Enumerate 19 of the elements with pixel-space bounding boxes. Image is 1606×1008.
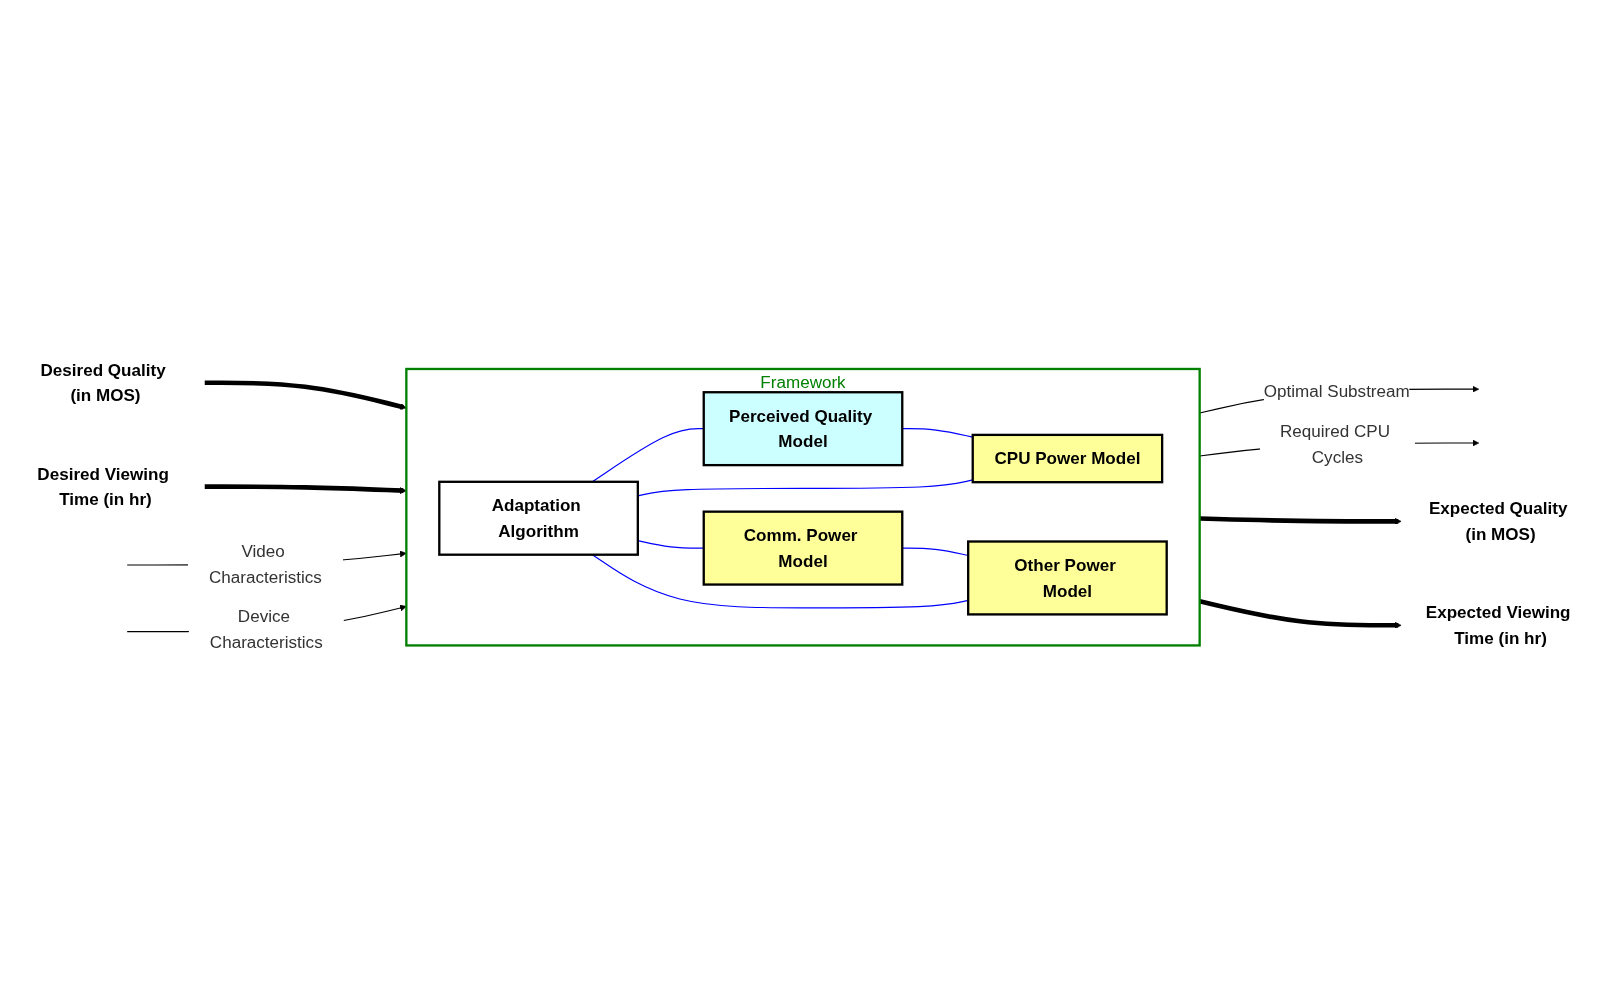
node-text: Desired Viewing Time (in hr) bbox=[37, 464, 169, 510]
arrow bbox=[204, 484, 407, 494]
node-box: CPU Power Model bbox=[971, 433, 1164, 484]
node-box: Perceived Quality Model bbox=[702, 391, 904, 467]
edge-label: Required CPU Cycles bbox=[1280, 421, 1391, 467]
edge-label: Device Characteristics bbox=[209, 606, 323, 652]
edge-label: Video Characteristics bbox=[209, 541, 322, 587]
arrow bbox=[1199, 516, 1402, 525]
node-box: Adaptation Algorithm bbox=[438, 480, 639, 556]
node-text: Expected Viewing Time (in hr) bbox=[1425, 602, 1571, 648]
arrow bbox=[204, 380, 407, 410]
node-text: Expected Quality (in MOS) bbox=[1428, 498, 1568, 544]
node-box: Comm. Power Model bbox=[702, 510, 904, 586]
arrow bbox=[1199, 599, 1402, 629]
node-text: Desired Quality (in MOS) bbox=[40, 360, 166, 406]
connector bbox=[637, 479, 974, 497]
edge-label: Optimal Substream bbox=[1263, 381, 1410, 402]
node-box: Other Power Model bbox=[967, 540, 1168, 616]
connector bbox=[591, 554, 969, 609]
